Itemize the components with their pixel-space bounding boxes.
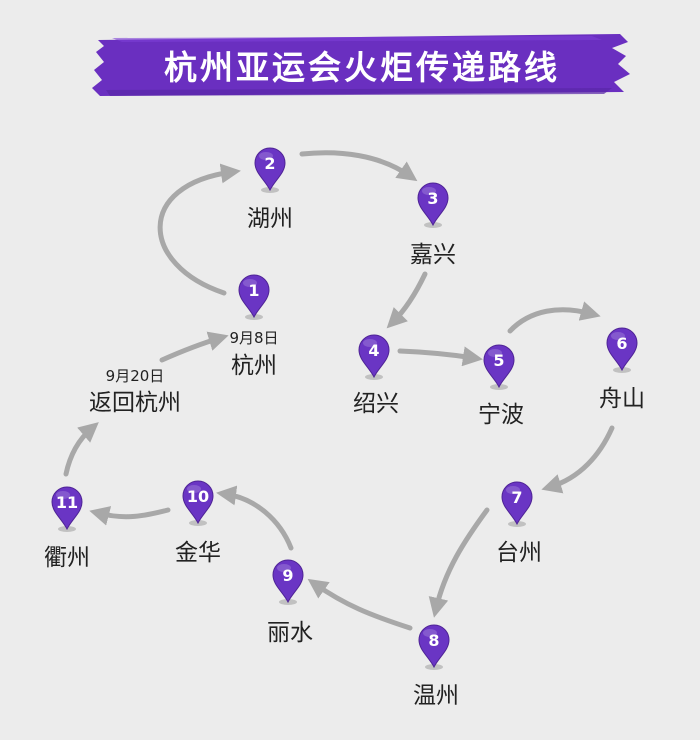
route-arrow — [386, 271, 428, 329]
location-pin-icon: 10 — [182, 480, 214, 526]
city-label: 丽水 — [267, 620, 313, 646]
location-pin-icon: 1 — [238, 274, 270, 320]
city-label: 舟山 — [599, 386, 645, 412]
stop-number: 7 — [511, 488, 522, 507]
stop-number: 11 — [56, 493, 78, 512]
route-arrow — [428, 507, 490, 618]
title-banner: 杭州亚运会火炬传递路线 — [92, 30, 632, 100]
route-arrow — [299, 150, 418, 182]
location-pin-icon: 4 — [358, 334, 390, 380]
route-arrow — [89, 506, 171, 526]
city-label: 嘉兴 — [410, 242, 456, 268]
route-arrow — [63, 422, 99, 477]
city-label: 衢州 — [44, 545, 90, 571]
stop-number: 8 — [428, 631, 439, 650]
location-pin-icon: 8 — [418, 624, 450, 670]
stop-number: 4 — [368, 341, 379, 360]
route-arrow — [307, 578, 413, 631]
city-label: 湖州 — [247, 206, 293, 232]
city-label: 金华 — [175, 540, 221, 566]
return-city-label: 返回杭州 — [89, 390, 181, 416]
stop-number: 5 — [493, 351, 504, 370]
location-pin-icon: 2 — [254, 147, 286, 193]
stop-number: 3 — [427, 189, 438, 208]
route-arrow — [159, 331, 229, 363]
location-pin-icon: 7 — [501, 481, 533, 527]
stop-number: 6 — [616, 334, 627, 353]
route-arrow — [541, 425, 615, 494]
city-label: 温州 — [413, 683, 459, 709]
location-pin-icon: 11 — [51, 486, 83, 532]
location-pin-icon: 6 — [606, 327, 638, 373]
city-label: 杭州 — [231, 353, 277, 379]
route-arrow — [507, 301, 601, 334]
route-arrow — [157, 163, 241, 296]
page-title: 杭州亚运会火炬传递路线 — [164, 48, 560, 87]
stop-number: 1 — [248, 281, 259, 300]
return-date-label: 9月20日 — [106, 367, 165, 385]
stop-number: 9 — [282, 566, 293, 585]
route-arrow — [216, 485, 294, 551]
city-label: 绍兴 — [353, 391, 399, 417]
stop-number: 2 — [264, 154, 275, 173]
route-arrow — [397, 346, 483, 367]
location-pin-icon: 5 — [483, 344, 515, 390]
date-label: 9月8日 — [229, 329, 278, 347]
city-label: 台州 — [496, 540, 542, 566]
location-pin-icon: 9 — [272, 559, 304, 605]
stop-number: 10 — [187, 487, 209, 506]
location-pin-icon: 3 — [417, 182, 449, 228]
city-label: 宁波 — [478, 402, 524, 428]
